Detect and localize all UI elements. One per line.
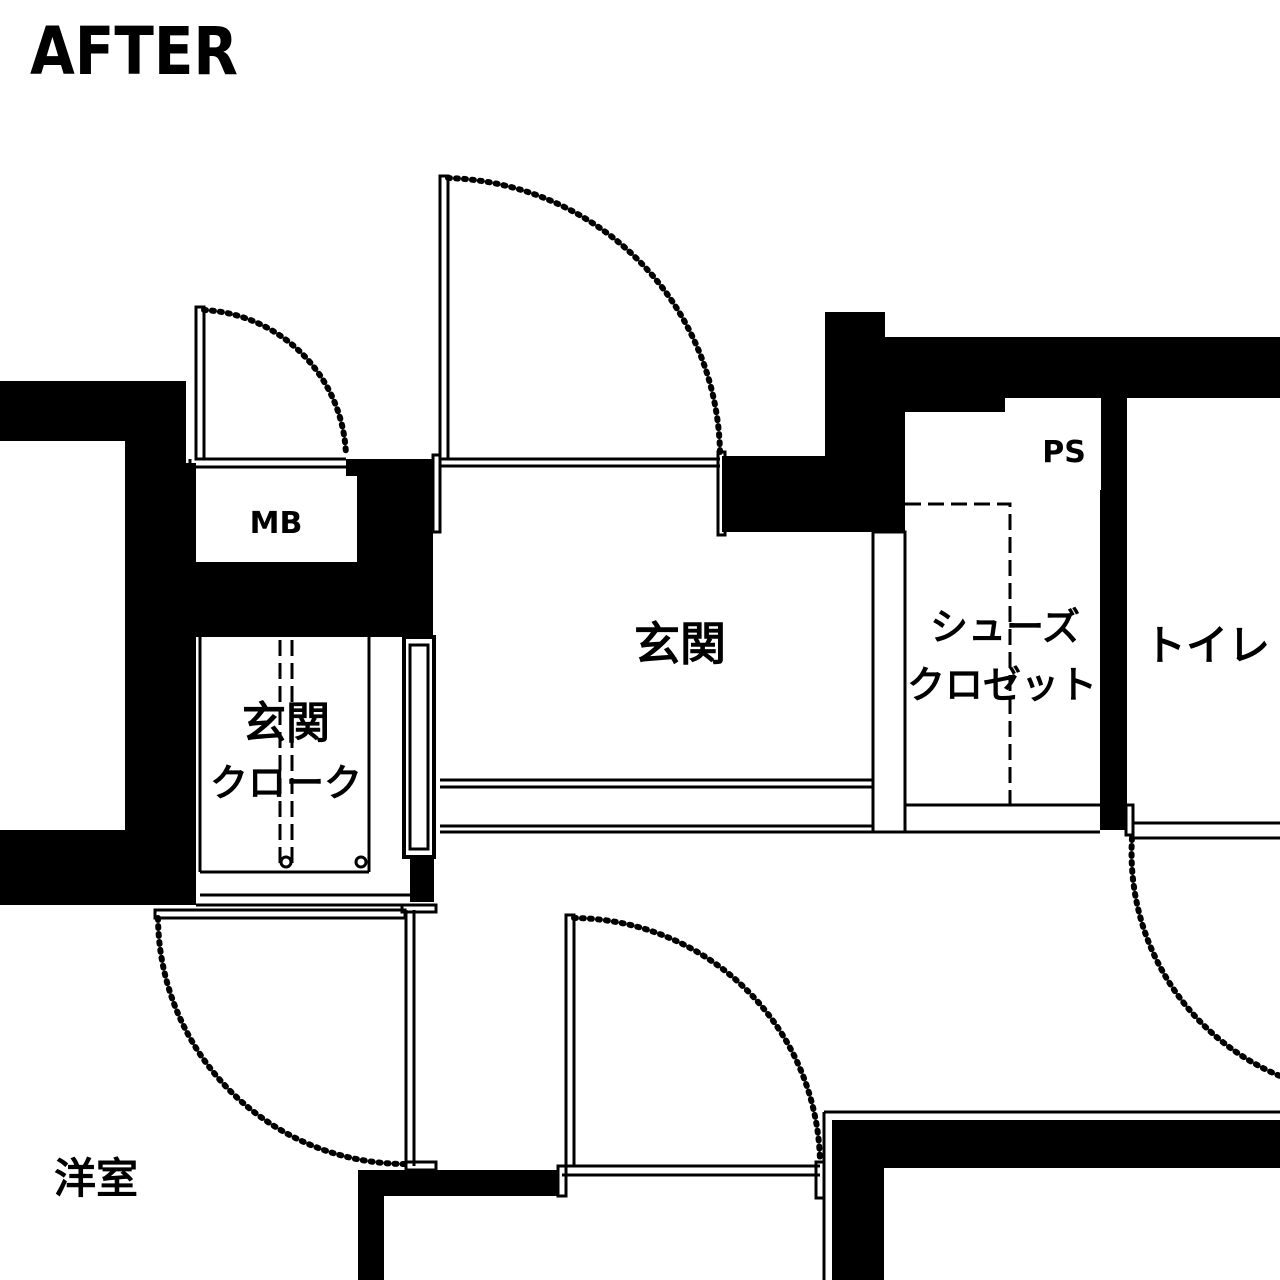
door-swings	[155, 175, 1280, 1167]
label-western-room: 洋室	[54, 1154, 138, 1203]
swing-western	[155, 915, 408, 1167]
swing-bottom	[571, 915, 823, 1165]
walls	[0, 312, 1280, 1280]
label-genkan: 玄関	[634, 617, 726, 671]
door-leaf-bottom	[564, 913, 576, 1168]
swing-toilet	[1128, 835, 1280, 1079]
label-genkan-cloak-2: クローク	[210, 761, 362, 805]
door-leaf-entrance	[438, 174, 450, 461]
swing-entrance	[445, 175, 723, 455]
doors	[153, 174, 576, 1168]
wall-pier	[410, 857, 434, 902]
label-shoes-closet-2: クロゼット	[907, 663, 1097, 707]
toilet-void	[1127, 398, 1280, 823]
label-ps: PS	[1042, 435, 1086, 470]
door-leaf-mb	[194, 305, 206, 461]
label-mb: MB	[250, 506, 303, 541]
swing-mb	[201, 307, 349, 459]
door-leaf-western	[153, 908, 407, 920]
room-labels: MB PS 玄関 玄関 クローク シューズ クロゼット トイレ 洋室	[54, 435, 1270, 1203]
closet-area-void	[905, 504, 1100, 830]
shoes-closet-void	[905, 412, 1005, 504]
wall-lower-right	[832, 1120, 1280, 1280]
label-toilet: トイレ	[1144, 621, 1270, 670]
ps-void	[1025, 398, 1101, 490]
thin-partitions	[188, 450, 1280, 1280]
label-genkan-cloak-1: 玄関	[242, 698, 330, 749]
wall-left	[0, 381, 196, 905]
wall-lower-left	[358, 1170, 558, 1280]
wall-upper-right	[722, 312, 1280, 830]
plan-title: AFTER	[30, 13, 238, 90]
label-shoes-closet-1: シューズ	[930, 605, 1080, 649]
wall-mb-block	[186, 459, 433, 637]
